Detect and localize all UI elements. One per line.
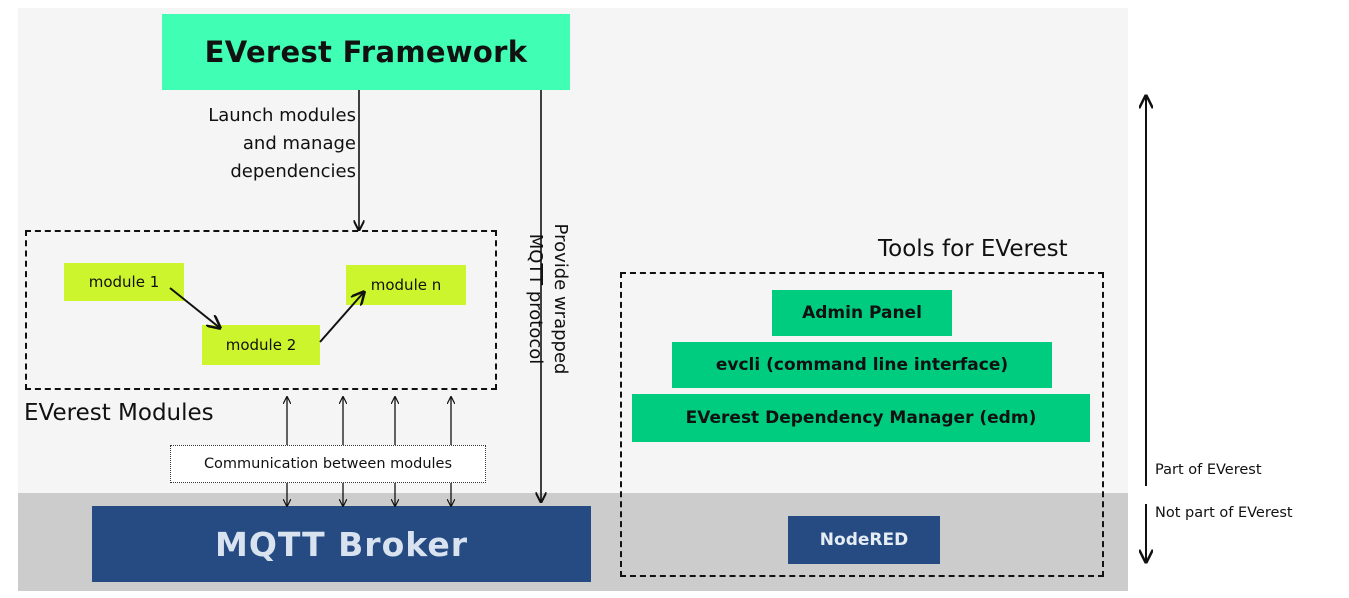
admin-panel-label: Admin Panel xyxy=(802,303,922,323)
module-1-box: module 1 xyxy=(64,263,184,301)
module-2-box: module 2 xyxy=(202,325,320,365)
launch-label-line-3: dependencies xyxy=(230,161,356,182)
edm-box: EVerest Dependency Manager (edm) xyxy=(632,394,1090,442)
nodered-label: NodeRED xyxy=(819,530,909,550)
nodered-box: NodeRED xyxy=(788,516,940,564)
tools-title: Tools for EVerest xyxy=(878,236,1068,262)
communication-label: Communication between modules xyxy=(203,456,453,472)
module-1-label: module 1 xyxy=(88,273,160,291)
not-part-of-everest-label: Not part of EVerest xyxy=(1155,505,1293,521)
edm-label: EVerest Dependency Manager (edm) xyxy=(685,408,1037,428)
part-of-everest-label: Part of EVerest xyxy=(1155,462,1262,478)
module-2-to-n-arrow xyxy=(319,292,364,343)
launch-label-line-1: Launch modules xyxy=(208,105,356,126)
evcli-label: evcli (command line interface) xyxy=(715,355,1009,375)
everest-modules-title: EVerest Modules xyxy=(24,400,214,426)
everest-framework-label: EVerest Framework xyxy=(204,35,528,69)
admin-panel-box: Admin Panel xyxy=(772,290,952,336)
launch-label-line-2: and manage xyxy=(242,133,356,154)
mqtt-broker-label: MQTT Broker xyxy=(215,524,468,564)
everest-framework-box: EVerest Framework xyxy=(162,14,570,90)
evcli-box: evcli (command line interface) xyxy=(672,342,1052,388)
module-1-to-2-arrow xyxy=(169,287,220,328)
tools-group-box xyxy=(620,272,1104,577)
communication-box: Communication between modules xyxy=(170,445,486,483)
module-n-label: module n xyxy=(370,276,442,294)
mqtt-broker-box: MQTT Broker xyxy=(92,506,591,582)
modules-group-box xyxy=(25,230,497,390)
launch-modules-label: Launch modules and manage dependencies xyxy=(150,102,356,186)
module-2-label: module 2 xyxy=(225,336,297,354)
